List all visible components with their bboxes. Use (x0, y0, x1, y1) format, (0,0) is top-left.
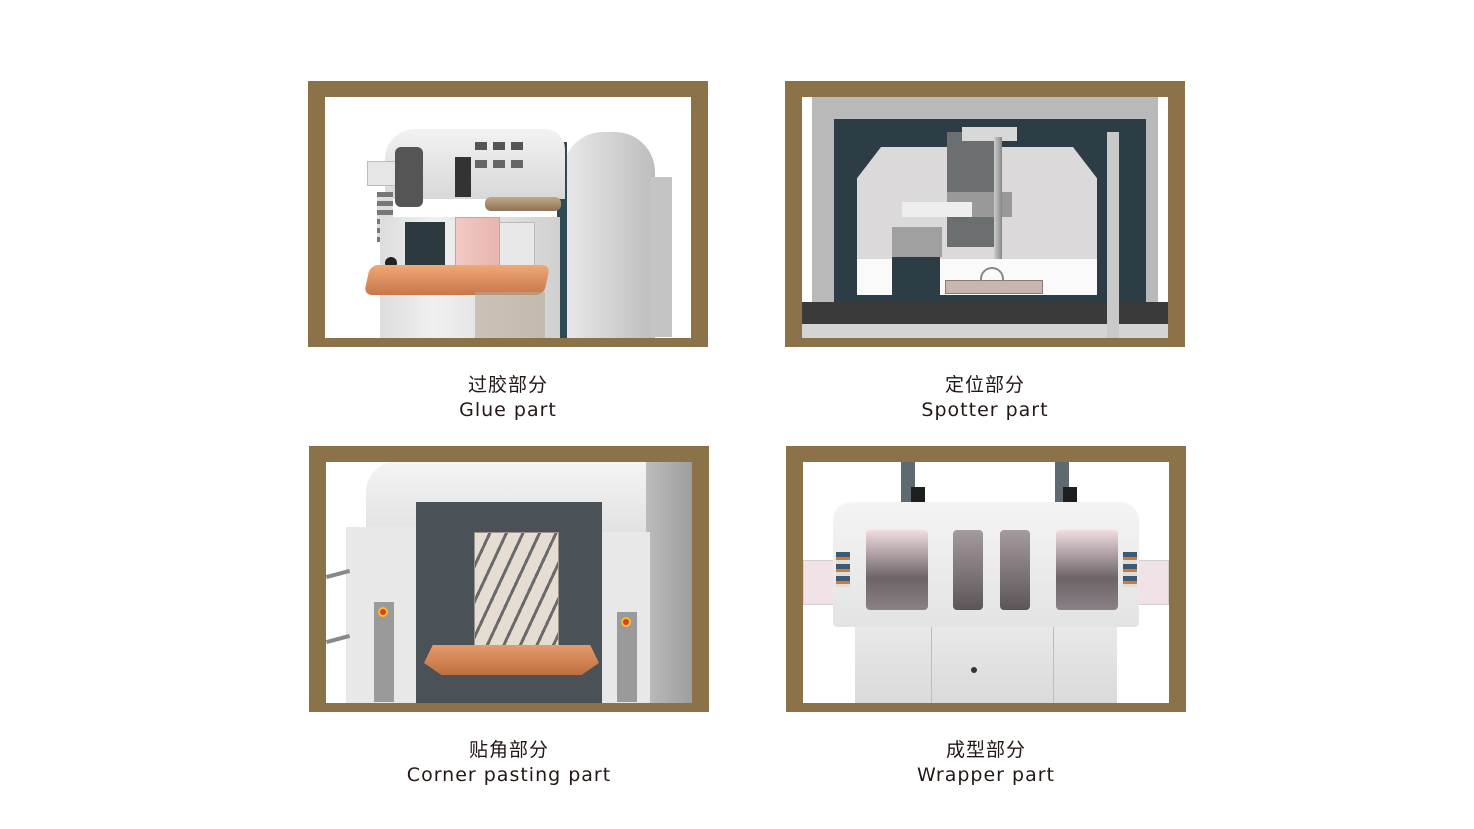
wrapper-part-image-frame (786, 446, 1186, 712)
corner-pasting-part-title-en: Corner pasting part (406, 764, 612, 786)
corner-pasting-part-image-frame (309, 446, 709, 712)
wrapper-part-caption: 成型部分 Wrapper part (786, 738, 1186, 788)
glue-part-title-en: Glue part (459, 399, 557, 421)
glue-part-caption: 过胶部分 Glue part (308, 373, 708, 423)
wrapper-machine-photo (803, 462, 1169, 703)
spotter-part-title-zh: 定位部分 (944, 374, 1025, 396)
corner-pasting-part-title-zh: 贴角部分 (468, 739, 549, 761)
spotter-part-image-frame (785, 81, 1185, 347)
glue-machine-photo (325, 97, 691, 338)
wrapper-part-title-en: Wrapper part (916, 764, 1055, 786)
corner-pasting-machine-photo (326, 462, 692, 703)
corner-pasting-part-caption: 贴角部分 Corner pasting part (309, 738, 709, 788)
spotter-part-caption: 定位部分 Spotter part (785, 373, 1185, 423)
spotter-part-title-en: Spotter part (921, 399, 1049, 421)
glue-part-title-zh: 过胶部分 (467, 374, 548, 396)
glue-part-image-frame (308, 81, 708, 347)
spotter-machine-photo (802, 97, 1168, 338)
wrapper-part-title-zh: 成型部分 (945, 739, 1026, 761)
